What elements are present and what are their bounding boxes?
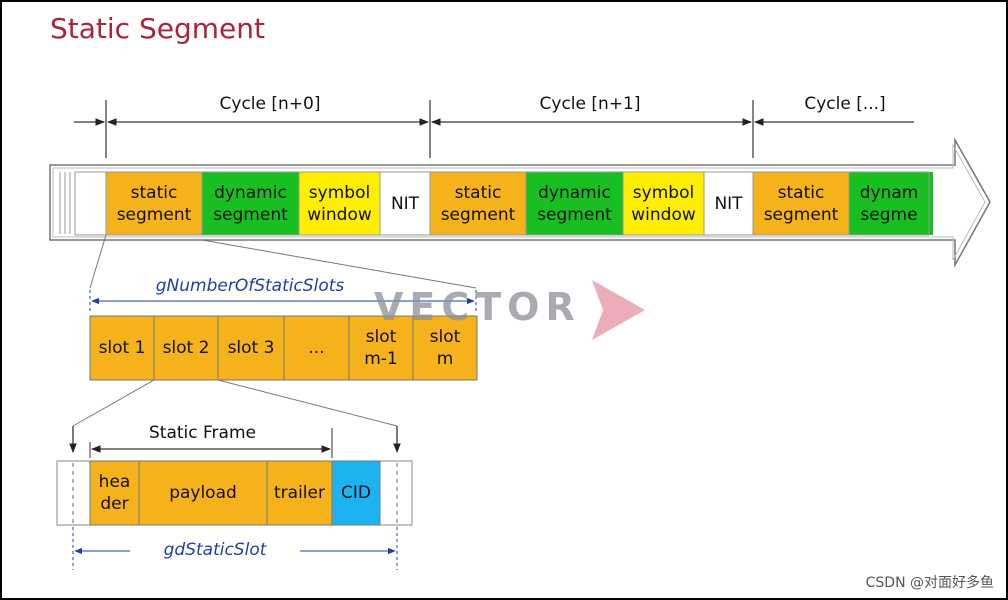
frame-part-label: CID (341, 483, 371, 503)
zoom-lines-slot (69, 379, 401, 453)
segment-block-8 (703, 171, 754, 236)
cycle-label-0: Cycle [n+0] (219, 94, 321, 114)
slot-block-2 (153, 315, 219, 381)
segment-block-7 (622, 171, 705, 236)
credit-text: CSDN @对面好多鱼 (865, 575, 994, 591)
segment-label: dynamic segment (213, 182, 288, 225)
frame-block-header (89, 460, 140, 526)
static-frame-dimension (89, 428, 333, 458)
segment-label: dynam segme (859, 182, 919, 225)
segment-label: symbol window (307, 182, 372, 225)
cycle-dimension-lines (74, 100, 914, 158)
slot-block-3 (217, 315, 285, 381)
frame-block-trailer (266, 460, 333, 526)
slot-label: slot 2 (162, 338, 210, 358)
segment-label: dynamic segment (537, 182, 612, 225)
slot-block-4 (283, 315, 350, 381)
segment-block-1 (105, 171, 203, 236)
slot-label: ... (308, 338, 325, 358)
static-frame-label: Static Frame (149, 423, 256, 443)
slot-label: slot m (429, 327, 461, 369)
static-slot-length-label: gdStaticSlot (130, 540, 300, 560)
slot-label: slot 1 (98, 338, 146, 358)
segment-label: symbol window (631, 182, 696, 225)
frame-blocks (56, 460, 413, 526)
page-title: Static Segment (50, 12, 265, 45)
frame-part-label: payload (169, 483, 237, 503)
cycle-label-1: Cycle [n+1] (539, 94, 641, 114)
frame-part-label: trailer (274, 483, 325, 503)
slot-blocks (89, 315, 478, 381)
slot-label: slot m-1 (364, 327, 398, 369)
slot-label: slot 3 (227, 338, 275, 358)
segment-block-9 (752, 171, 850, 236)
frame-part-label: hea der (98, 472, 131, 514)
frame-block-payload (138, 460, 268, 526)
vector-logo-icon (592, 280, 645, 340)
segment-label: static segment (116, 182, 192, 225)
slot-block-5 (348, 315, 414, 381)
slot-block-6 (412, 315, 478, 381)
frame-block-cid (331, 460, 381, 526)
segment-label: static segment (763, 182, 839, 225)
segment-block-5 (429, 171, 527, 236)
segment-label: NIT (714, 193, 743, 214)
static-slots-dimension (89, 290, 477, 314)
slot-block-1 (89, 315, 155, 381)
cycle-label-2: Cycle [...] (804, 94, 886, 114)
segment-blocks (105, 171, 930, 236)
segment-block-4 (379, 171, 431, 236)
segment-block-10 (848, 171, 930, 236)
zoom-lines-segment (89, 234, 477, 289)
static-slots-label: gNumberOfStaticSlots (155, 276, 345, 296)
segment-label: NIT (390, 193, 420, 214)
vector-watermark: VECTOR (374, 285, 581, 329)
segment-block-6 (525, 171, 624, 236)
segment-label: static segment (440, 182, 516, 225)
